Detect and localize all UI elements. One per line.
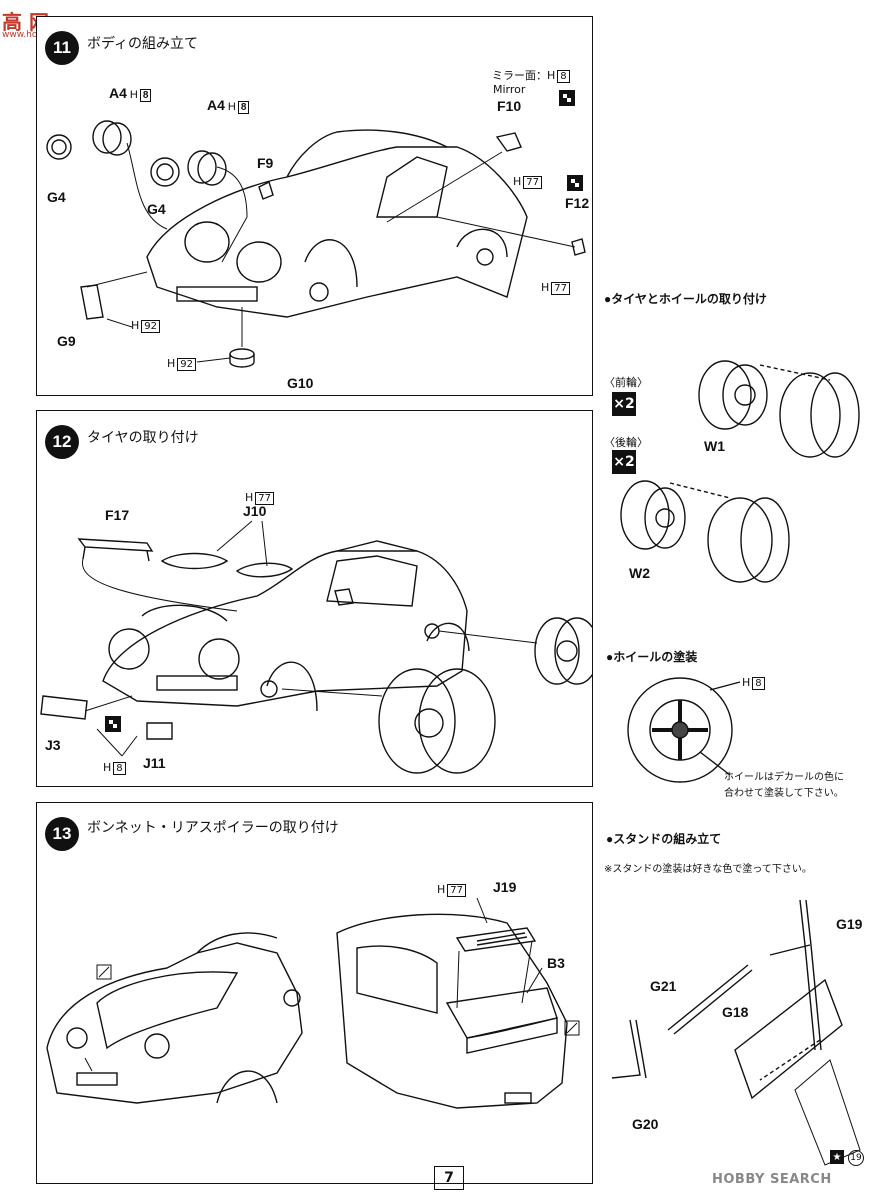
mirror-note-en: Mirror — [493, 83, 526, 96]
part-label-f12: F12 — [565, 195, 590, 211]
page-number: 7 — [434, 1166, 464, 1190]
stand-note: ※スタンドの塗装は好きな色で塗って下さい。 — [604, 864, 812, 875]
part-label-j19: J19 — [493, 879, 517, 895]
wheel-note: 合わせて塗装して下さい。 — [724, 788, 844, 799]
part-label-f17: F17 — [105, 507, 130, 523]
section-title-wheel-paint: ●ホイールの塗装 — [606, 650, 698, 664]
part-label-f10: F10 — [497, 98, 522, 114]
front-label: 〈前輪〉 — [604, 376, 648, 389]
step-number: 13 — [45, 817, 79, 851]
part-label-j10: J10 — [243, 503, 267, 519]
step-title: タイヤの取り付け — [87, 430, 199, 446]
step-title: ボンネット・リアスポイラーの取り付け — [87, 820, 339, 836]
quantity-badge: ×2 — [612, 450, 636, 474]
decal-icon: ★ — [830, 1150, 844, 1164]
step-title: ボディの組み立て — [87, 36, 199, 52]
part-label-f9: F9 — [257, 155, 274, 171]
part-label-g4: G4 — [47, 189, 66, 205]
part-label-b3: B3 — [547, 955, 565, 971]
step-11-illustration — [46, 90, 586, 368]
part-label-w2: W2 — [629, 565, 650, 581]
part-label-g4: G4 — [147, 201, 166, 217]
part-label-j3: J3 — [45, 737, 61, 753]
rear-label: 〈後輪〉 — [604, 436, 648, 449]
quantity-badge: ×2 — [612, 392, 636, 416]
part-label-g10: G10 — [287, 375, 314, 391]
part-label-g9: G9 — [57, 333, 76, 349]
part-label-g21: G21 — [650, 978, 677, 994]
part-label-w1: W1 — [704, 438, 725, 454]
part-label-g18: G18 — [722, 1004, 749, 1020]
step-12-illustration — [40, 520, 592, 774]
section-title-stand: ●スタンドの組み立て — [606, 832, 722, 846]
decal-number: 19 — [848, 1150, 864, 1166]
step-number: 12 — [45, 425, 79, 459]
step-number: 11 — [45, 31, 79, 65]
hobbysearch-watermark: HOBBY SEARCH — [712, 1172, 832, 1187]
wheel-note: ホイールはデカールの色に — [724, 772, 844, 783]
part-label-g20: G20 — [632, 1116, 659, 1132]
step-13-illustration — [46, 897, 580, 1109]
part-label-g19: G19 — [836, 916, 863, 932]
section-title-tire-wheel: ●タイヤとホイールの取り付け — [604, 292, 767, 306]
part-label-j11: J11 — [143, 755, 166, 771]
